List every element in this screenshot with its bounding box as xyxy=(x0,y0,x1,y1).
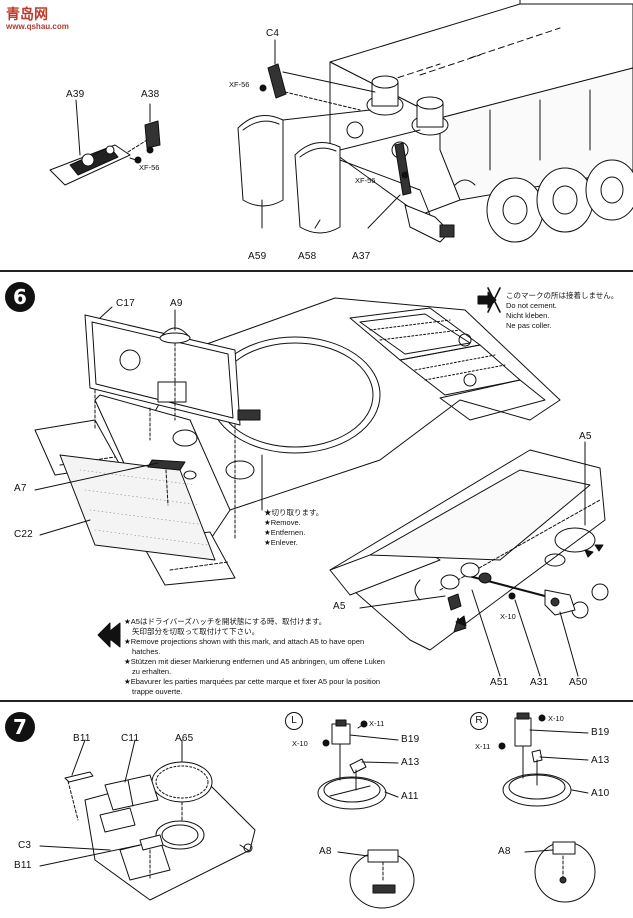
watermark-logo: 青岛网 xyxy=(6,6,48,22)
label-a5-top: A5 xyxy=(579,431,592,442)
label-x11-right: X-11 xyxy=(475,742,491,751)
divider-step5-step6 xyxy=(0,270,633,272)
step5-hull-rear xyxy=(329,0,633,243)
label-a37: A37 xyxy=(352,251,371,262)
label-a9: A9 xyxy=(170,298,183,309)
watermark-url: www.qshau.com xyxy=(6,22,69,31)
hatch-instructions: ★A5はドライバーズハッチを開状態にする時、取付けます。 矢印部分を切取って取付… xyxy=(124,617,385,697)
label-a39: A39 xyxy=(66,89,85,100)
label-a59: A59 xyxy=(248,251,267,262)
label-a58: A58 xyxy=(298,251,317,262)
label-x10-left: X-10 xyxy=(292,739,308,748)
label-a65: A65 xyxy=(175,733,194,744)
no-glue-note-fr: Ne pas coller. xyxy=(506,321,552,330)
label-x10-right: X-10 xyxy=(548,714,564,723)
label-xf56-a38: XF-56 xyxy=(139,163,160,172)
step-number-7: 7 xyxy=(5,712,35,742)
remove-note-fr: ★Enlever. xyxy=(264,538,298,547)
label-c22: C22 xyxy=(14,529,33,540)
star-bullet: ★ xyxy=(264,508,272,517)
label-c11: C11 xyxy=(121,733,140,744)
no-glue-note-en: Do not cement. xyxy=(506,301,557,310)
no-glue-note: このマークの所は接着しません。 Do not cement. Nicht kle… xyxy=(506,291,618,331)
step-number-6: 6 xyxy=(5,282,35,312)
divider-step6-step7 xyxy=(0,700,633,702)
step6-lower-hull xyxy=(329,449,609,651)
right-side-marker: R xyxy=(470,712,488,730)
label-xf56-a37: XF-56 xyxy=(355,176,376,185)
instruction-fr-2: trappe ouverte. xyxy=(132,687,183,696)
instruction-de-2: zu erhalten. xyxy=(132,667,172,676)
remove-note-en: ★Remove. xyxy=(264,518,301,527)
part-a58 xyxy=(294,142,341,234)
label-a7: A7 xyxy=(14,483,27,494)
instruction-en-2: hatches. xyxy=(132,647,161,656)
left-side-marker: L xyxy=(285,712,303,730)
label-a51: A51 xyxy=(490,677,509,688)
part-b11-top xyxy=(64,771,94,783)
label-a8-right: A8 xyxy=(498,846,511,857)
part-c22 xyxy=(59,454,216,561)
label-a13-right: A13 xyxy=(591,755,610,766)
instruction-fr-1: ★Ebavurer les parties marquées par cette… xyxy=(124,677,381,686)
label-b11-top: B11 xyxy=(73,733,91,744)
no-glue-note-ja: このマークの所は接着しません。 xyxy=(506,291,619,300)
instruction-de-1: ★Stützen mit dieser Markierung entfernen… xyxy=(124,657,385,666)
part-a39-assembly xyxy=(49,120,161,186)
part-c11 xyxy=(104,774,159,811)
label-a38: A38 xyxy=(141,89,160,100)
label-x11-left: X-11 xyxy=(369,719,385,728)
part-a65 xyxy=(151,761,213,803)
label-xf56-c4: XF-56 xyxy=(229,80,250,89)
step7-right-hatch xyxy=(498,712,596,903)
label-a11: A11 xyxy=(401,791,419,802)
label-b19-right: B19 xyxy=(591,727,610,738)
part-a37 xyxy=(394,142,412,196)
label-b11-bottom: B11 xyxy=(14,860,32,871)
label-x10-step6: X-10 xyxy=(500,612,516,621)
remove-note: ★切り取ります。 ★Remove. ★Entfernen. ★Enlever. xyxy=(264,508,323,548)
label-a8-left: A8 xyxy=(319,846,332,857)
label-a50: A50 xyxy=(569,677,588,688)
no-glue-note-de: Nicht kleben. xyxy=(506,311,550,320)
no-glue-icon xyxy=(477,287,501,313)
remove-note-ja: ★切り取ります。 xyxy=(264,508,324,517)
remove-note-de: ★Entfernen. xyxy=(264,528,306,537)
label-a5-mid: A5 xyxy=(333,601,346,612)
label-b19-left: B19 xyxy=(401,734,420,745)
instruction-en-1: ★Remove projections shown with this mark… xyxy=(124,637,365,646)
label-a10: A10 xyxy=(591,788,610,799)
instruction-ja-1: ★A5はドライバーズハッチを開状態にする時、取付けます。 xyxy=(124,617,327,626)
step7-left-hatch xyxy=(317,719,415,909)
instruction-ja-2: 矢印部分を切取って取付けて下さい。 xyxy=(132,627,260,636)
label-c3: C3 xyxy=(18,840,32,851)
label-a13-left: A13 xyxy=(401,757,420,768)
part-a59 xyxy=(237,115,284,207)
part-b11-bottom xyxy=(139,834,164,851)
label-c17: C17 xyxy=(116,298,135,309)
label-a31: A31 xyxy=(530,677,549,688)
part-c4 xyxy=(267,63,287,99)
cut-mark-icon xyxy=(97,622,121,648)
step6-hull-front xyxy=(34,297,561,586)
part-a50 xyxy=(544,589,576,616)
label-c4: C4 xyxy=(266,28,280,39)
